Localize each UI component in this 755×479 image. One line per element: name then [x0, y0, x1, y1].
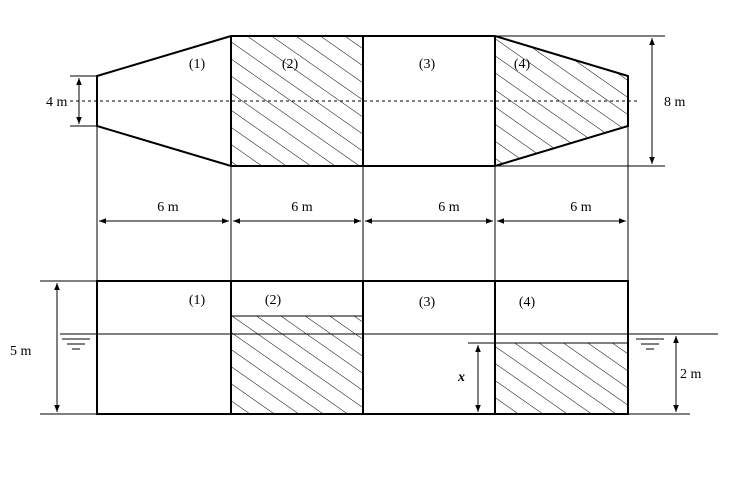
elevation-view: (1) (2) (3) (4) 5 m x 2 m: [10, 280, 718, 415]
unknown-label: x: [457, 370, 465, 385]
elev-section-2-hatch: [231, 316, 363, 414]
elev-label-1: (1): [189, 293, 206, 308]
elev-label-3: (3): [419, 295, 436, 310]
plan-label-2: (2): [282, 57, 299, 72]
height-label: 5 m: [10, 344, 32, 359]
elev-label-4: (4): [519, 295, 536, 310]
max-width-label: 8 m: [664, 95, 686, 110]
depth-label: 2 m: [680, 367, 702, 382]
plan-label-4: (4): [514, 57, 531, 72]
end-width-label: 4 m: [46, 95, 68, 110]
elev-section-4-hatch: [495, 343, 628, 414]
length-label-4: 6 m: [570, 200, 592, 215]
plan-label-1: (1): [189, 57, 206, 72]
plan-label-3: (3): [419, 57, 436, 72]
length-dimensions: 6 m 6 m 6 m 6 m: [96, 126, 629, 281]
plan-section-4-hatch: [495, 36, 628, 166]
plan-view: (1) (2) (3) (4) 4 m 8 m: [46, 35, 686, 167]
length-label-3: 6 m: [438, 200, 460, 215]
water-level-symbol-left: [62, 338, 90, 350]
length-label-1: 6 m: [157, 200, 179, 215]
elev-label-2: (2): [265, 293, 282, 308]
length-label-2: 6 m: [291, 200, 313, 215]
water-level-symbol-right: [636, 338, 664, 350]
